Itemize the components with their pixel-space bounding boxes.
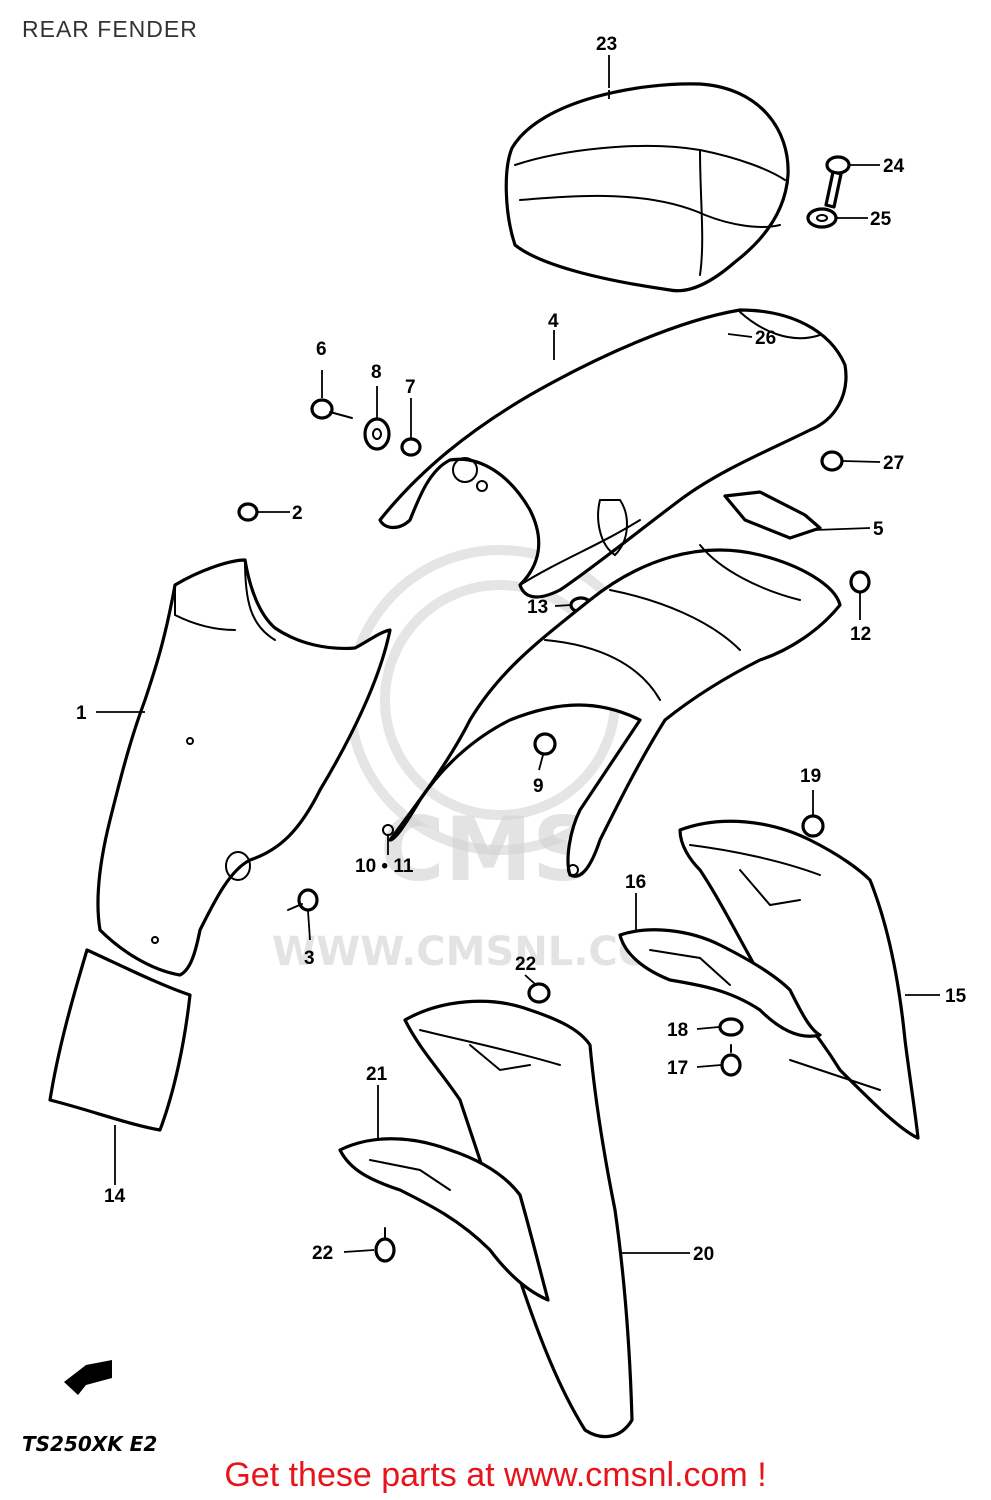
callout-2: 2 [292,503,303,524]
screw-part-19[interactable] [801,814,825,838]
cms-watermark: CMS WWW.CMSNL.COM [272,545,692,975]
callout-3: 3 [304,948,315,969]
side-cover-bracket-part-21[interactable] [338,1137,550,1302]
callout-1: 1 [76,703,87,724]
callout-21: 21 [366,1064,388,1085]
rear-fender-lower-part-1[interactable] [96,558,392,977]
callout-24: 24 [883,156,905,177]
callout-13: 13 [527,597,548,618]
callout-23: 23 [596,34,617,55]
washer-part-18[interactable] [718,1017,744,1037]
model-code: TS250XK E2 [22,1432,158,1456]
callout-15: 15 [945,986,967,1007]
callout-10-11: 10 • 11 [355,856,414,877]
nut-part-9[interactable] [533,732,557,756]
bolt-part-6[interactable] [310,398,353,420]
callout-27: 27 [883,453,904,474]
callout-12: 12 [850,624,871,645]
callout-25: 25 [870,209,892,230]
callout-9: 9 [533,776,544,797]
callout-6: 6 [316,339,327,360]
bolt-part-2[interactable] [237,502,259,522]
callout-22-upper: 22 [515,954,536,975]
screw-part-3[interactable] [287,888,319,912]
washer-part-25[interactable] [806,207,838,229]
callout-7: 7 [405,377,416,398]
nut-part-27[interactable] [820,450,844,472]
rear-frame-bracket-part-10-11[interactable] [382,544,842,878]
callout-22-lower: 22 [312,1243,333,1264]
callout-17: 17 [667,1058,688,1079]
watermark-brand: CMS [380,798,596,901]
seat-part-23[interactable] [504,82,790,293]
nut-part-7[interactable] [400,437,422,457]
callout-16: 16 [625,872,646,893]
screw-part-22-lower[interactable] [374,1227,396,1263]
callout-4: 4 [548,311,559,332]
callout-8: 8 [371,362,382,383]
cushion-part-8[interactable] [363,417,391,451]
shop-link[interactable]: Get these parts at www.cmsnl.com ! [224,1456,767,1494]
callout-19: 19 [800,766,821,787]
callout-14: 14 [104,1186,126,1207]
screw-part-22-upper[interactable] [527,982,551,1004]
callout-5: 5 [873,519,884,540]
bolt-part-24[interactable] [824,155,851,209]
callout-18: 18 [667,1020,688,1041]
license-plate-part-14[interactable] [48,948,192,1132]
screw-part-17[interactable] [720,1044,742,1077]
front-direction-arrow-icon [64,1360,112,1395]
callout-26: 26 [755,328,776,349]
callout-20: 20 [693,1244,714,1265]
rear-fender-part-4[interactable] [378,308,848,599]
side-cover-bracket-part-16[interactable] [618,928,822,1038]
bracket-part-5[interactable] [723,490,822,540]
side-cover-part-15[interactable] [678,819,920,1140]
leader-lines [96,55,940,1254]
nut-part-12[interactable] [849,570,871,594]
page-title: REAR FENDER [22,16,198,42]
